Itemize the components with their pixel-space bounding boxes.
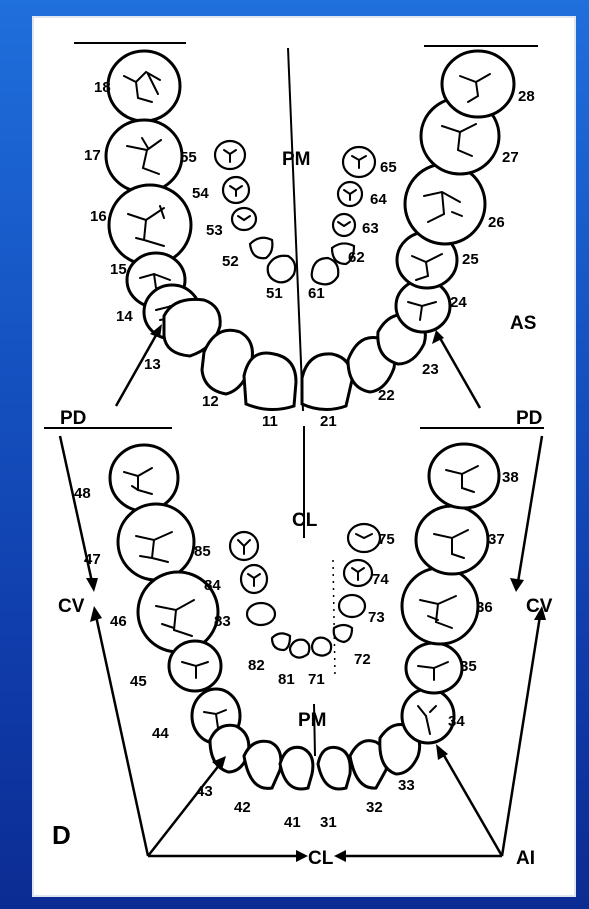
tooth-36 — [402, 568, 478, 644]
tooth-31 — [318, 747, 350, 789]
label-61: 61 — [308, 285, 325, 302]
tooth-41 — [280, 747, 313, 789]
tooth-72 — [334, 625, 352, 642]
label-16: 16 — [90, 208, 107, 225]
label-62: 62 — [348, 249, 365, 266]
arrow-left-label: PD — [60, 408, 86, 429]
label-42: 42 — [234, 799, 251, 816]
tooth-81 — [290, 640, 309, 658]
label-24: 24 — [450, 294, 467, 311]
label-13: 13 — [144, 356, 161, 373]
tooth-21 — [302, 354, 352, 410]
label-32: 32 — [366, 799, 383, 816]
lower-bottom-center-label: CL — [308, 848, 334, 869]
label-54: 54 — [192, 185, 209, 202]
label-27: 27 — [502, 149, 519, 166]
label-85: 85 — [194, 543, 211, 560]
dental-chart-panel: PM AS PD PD 18 17 16 15 14 13 12 11 21 2… — [32, 16, 576, 897]
label-73: 73 — [368, 609, 385, 626]
lower-midline-dotted — [333, 560, 335, 676]
label-44: 44 — [152, 725, 169, 742]
lower-left-side-label: CV — [58, 596, 85, 617]
tooth-82 — [272, 633, 290, 650]
label-17: 17 — [84, 147, 101, 164]
lower-left-posterior-teeth — [110, 445, 240, 743]
tooth-52 — [250, 238, 272, 258]
tooth-26 — [405, 164, 485, 244]
label-65: 65 — [380, 159, 397, 176]
label-14: 14 — [116, 308, 133, 325]
label-21: 21 — [320, 413, 337, 430]
label-84: 84 — [204, 577, 221, 594]
label-36: 36 — [476, 599, 493, 616]
arrow-right-label: PD — [516, 408, 542, 429]
label-18: 18 — [94, 79, 111, 96]
tooth-18 — [108, 51, 180, 121]
label-34: 34 — [448, 713, 465, 730]
label-25: 25 — [462, 251, 479, 268]
label-37: 37 — [488, 531, 505, 548]
label-82: 82 — [248, 657, 265, 674]
label-45: 45 — [130, 673, 147, 690]
label-43: 43 — [196, 783, 213, 800]
tooth-83 — [247, 603, 275, 625]
label-46: 46 — [110, 613, 127, 630]
label-71: 71 — [308, 671, 325, 688]
label-83: 83 — [214, 613, 231, 630]
tooth-38 — [429, 444, 499, 508]
label-23: 23 — [422, 361, 439, 378]
label-15: 15 — [110, 261, 127, 278]
label-11: 11 — [262, 413, 278, 430]
label-81: 81 — [278, 671, 295, 688]
upper-right-posterior-teeth — [396, 51, 514, 332]
upper-center-label: PM — [282, 149, 311, 170]
label-55: 55 — [180, 149, 197, 166]
label-47: 47 — [84, 551, 101, 568]
tooth-48 — [110, 445, 178, 511]
lower-primary-teeth — [230, 524, 380, 658]
label-26: 26 — [488, 214, 505, 231]
label-22: 22 — [378, 387, 395, 404]
upper-midline — [288, 48, 303, 411]
label-35: 35 — [460, 658, 477, 675]
label-63: 63 — [362, 220, 379, 237]
upper-right-side-label: AS — [510, 313, 536, 334]
label-51: 51 — [266, 285, 283, 302]
lower-center-bottom-label: PM — [298, 710, 327, 731]
tooth-42 — [244, 741, 281, 788]
label-64: 64 — [370, 191, 387, 208]
label-41: 41 — [284, 814, 301, 831]
label-75: 75 — [378, 531, 395, 548]
tooth-11 — [244, 353, 296, 410]
lower-bottom-right-label: AI — [516, 848, 535, 869]
label-52: 52 — [222, 253, 239, 270]
label-74: 74 — [372, 571, 389, 588]
tooth-28 — [442, 51, 514, 117]
panel-letter: D — [52, 820, 71, 850]
lower-center-top-label: CL — [292, 510, 318, 531]
label-33: 33 — [398, 777, 415, 794]
label-53: 53 — [206, 222, 223, 239]
lower-right-side-label: CV — [526, 596, 553, 617]
label-31: 31 — [320, 814, 337, 831]
tooth-61 — [312, 258, 339, 284]
tooth-47 — [118, 504, 194, 580]
tooth-71 — [312, 638, 331, 656]
dental-arch-diagram: PM AS PD PD 18 17 16 15 14 13 12 11 21 2… — [32, 16, 576, 897]
label-48: 48 — [74, 485, 91, 502]
tooth-73 — [339, 595, 365, 617]
lower-right-posterior-teeth — [402, 444, 499, 743]
tooth-17 — [106, 120, 182, 192]
tooth-51 — [268, 256, 295, 283]
label-12: 12 — [202, 393, 219, 410]
label-38: 38 — [502, 469, 519, 486]
label-28: 28 — [518, 88, 535, 105]
tooth-34 — [402, 689, 454, 743]
upper-left-posterior-teeth — [106, 51, 200, 339]
label-72: 72 — [354, 651, 371, 668]
